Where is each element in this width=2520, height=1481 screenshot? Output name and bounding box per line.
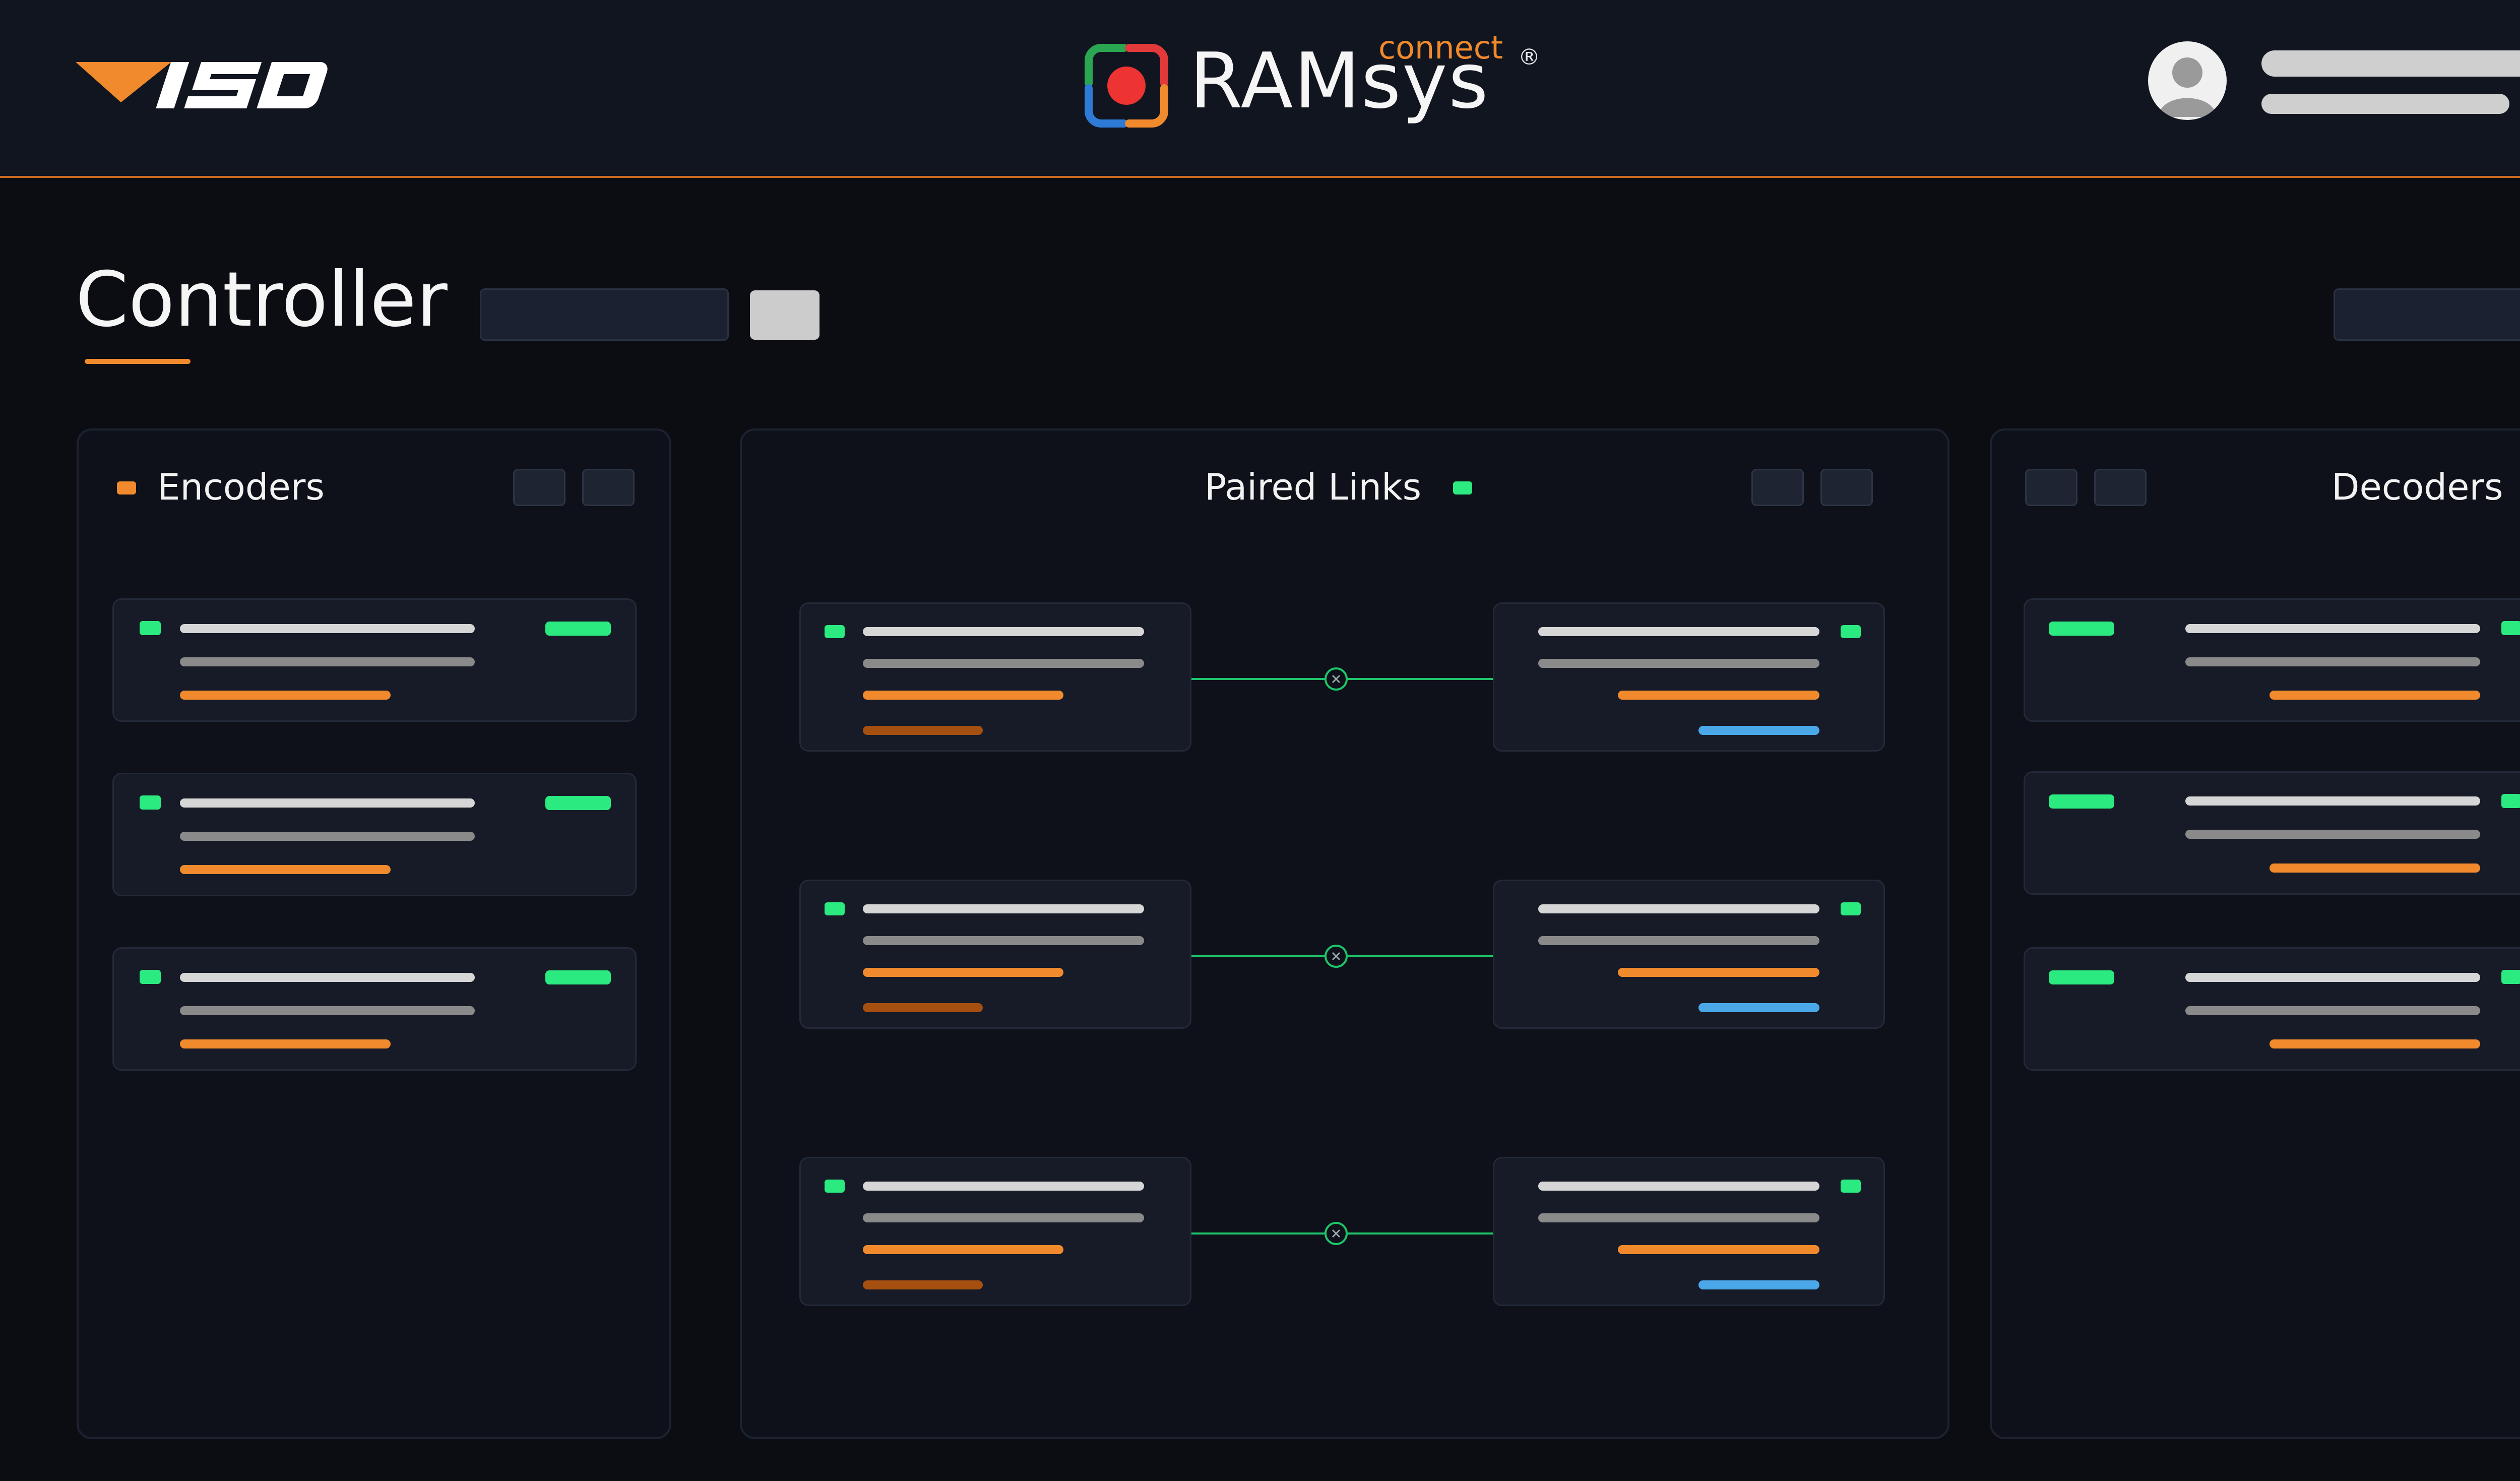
decoder-status-pill	[2049, 622, 2114, 636]
encoder-status-pill	[545, 970, 611, 984]
ramsys-connect-tag: connect	[1378, 29, 1503, 66]
pair-encoder-card[interactable]	[799, 880, 1191, 1029]
pair-encoder-extra-placeholder	[863, 726, 983, 735]
encoder-status-dot	[140, 621, 161, 635]
pair-encoder-status-dot	[825, 902, 845, 915]
decoder-name-placeholder	[2185, 796, 2480, 806]
encoder-detail-placeholder	[180, 657, 475, 666]
pair-decoder-card[interactable]	[1493, 1157, 1885, 1306]
decoders-action-button-2[interactable]	[2094, 469, 2147, 506]
pair-decoder-detail-placeholder	[1538, 659, 1819, 668]
pair-encoder-detail-placeholder	[863, 936, 1144, 945]
pair-decoder-status-dot	[1841, 1180, 1861, 1193]
pair-encoder-card[interactable]	[799, 602, 1191, 752]
pair-encoder-card[interactable]	[799, 1157, 1191, 1306]
pair-encoder-extra-placeholder	[863, 1003, 983, 1012]
pair-decoder-extra-placeholder	[1698, 726, 1819, 735]
encoder-status-pill	[545, 622, 611, 636]
encoders-dot	[117, 481, 136, 495]
pair-decoder-name-placeholder	[1538, 627, 1819, 636]
pair-decoder-detail-placeholder	[1538, 1213, 1819, 1222]
decoder-name-placeholder	[2185, 973, 2480, 982]
pair-decoder-status-dot	[1841, 902, 1861, 915]
top-header	[0, 0, 2520, 178]
encoder-detail-placeholder	[180, 832, 475, 841]
pair-decoder-name-placeholder	[1538, 1182, 1819, 1191]
pair-decoder-meta-placeholder	[1618, 968, 1819, 977]
encoder-name-placeholder	[180, 624, 475, 633]
pair-encoder-status-dot	[825, 625, 845, 638]
pair-encoder-meta-placeholder	[863, 968, 1063, 977]
decoder-name-placeholder	[2185, 624, 2480, 633]
decoder-detail-placeholder	[2185, 830, 2480, 839]
decoders-title: Decoders	[2332, 466, 2503, 508]
pair-encoder-extra-placeholder	[863, 1280, 983, 1289]
decoder-status-dot	[2501, 794, 2520, 808]
decoder-detail-placeholder	[2185, 657, 2480, 666]
pair-encoder-status-dot	[825, 1180, 845, 1193]
pair-decoder-extra-placeholder	[1698, 1280, 1819, 1289]
encoder-name-placeholder	[180, 798, 475, 808]
encoders-action-button-2[interactable]	[582, 469, 635, 506]
encoder-meta-placeholder	[180, 691, 391, 700]
pair-decoder-name-placeholder	[1538, 904, 1819, 913]
decoder-status-dot	[2501, 621, 2520, 635]
encoders-action-button-1[interactable]	[513, 469, 565, 506]
page-title: Controller	[76, 256, 448, 344]
registered-mark: ®	[1518, 44, 1540, 70]
pair-decoder-detail-placeholder	[1538, 936, 1819, 945]
paired-links-action-button-1[interactable]	[1751, 469, 1804, 506]
encoders-panel	[77, 428, 671, 1439]
pair-decoder-card[interactable]	[1493, 602, 1885, 752]
decoder-meta-placeholder	[2270, 863, 2480, 873]
right-action-field[interactable]	[2334, 288, 2520, 341]
pair-decoder-status-dot	[1841, 625, 1861, 638]
encoder-status-dot	[140, 970, 161, 984]
user-name-placeholder	[2261, 50, 2520, 77]
encoder-meta-placeholder	[180, 1039, 391, 1048]
pair-decoder-card[interactable]	[1493, 880, 1885, 1029]
encoder-name-placeholder	[180, 973, 475, 982]
encoder-status-pill	[545, 796, 611, 810]
encoder-detail-placeholder	[180, 1006, 475, 1015]
paired-links-title: Paired Links	[1205, 466, 1422, 508]
decoder-status-pill	[2049, 970, 2114, 984]
pair-decoder-extra-placeholder	[1698, 1003, 1819, 1012]
pair-encoder-detail-placeholder	[863, 659, 1144, 668]
decoders-action-button-1[interactable]	[2025, 469, 2077, 506]
title-underline	[85, 359, 191, 364]
pair-encoder-name-placeholder	[863, 627, 1144, 636]
pair-encoder-detail-placeholder	[863, 1213, 1144, 1222]
user-icon	[2158, 57, 2217, 117]
user-avatar[interactable]	[2148, 41, 2227, 120]
filter-button[interactable]	[750, 290, 820, 340]
decoder-status-pill	[2049, 794, 2114, 809]
ramsys-wordmark: RAMsys	[1189, 36, 1489, 126]
decoder-detail-placeholder	[2185, 1006, 2480, 1015]
pair-encoder-name-placeholder	[863, 1182, 1144, 1191]
decoder-status-dot	[2501, 970, 2520, 984]
pair-decoder-meta-placeholder	[1618, 691, 1819, 700]
ramsys-logo-icon	[1085, 44, 1168, 128]
link-connector-icon[interactable]	[1325, 945, 1348, 968]
decoder-meta-placeholder	[2270, 691, 2480, 700]
pair-encoder-meta-placeholder	[863, 691, 1063, 700]
link-connector-icon[interactable]	[1325, 1222, 1348, 1245]
pair-encoder-meta-placeholder	[863, 1245, 1063, 1254]
link-connector-icon[interactable]	[1325, 667, 1348, 691]
encoders-title: Encoders	[157, 466, 325, 508]
isd-logo[interactable]	[76, 53, 328, 113]
paired-links-dot	[1453, 481, 1472, 495]
encoder-status-dot	[140, 795, 161, 810]
paired-links-action-button-2[interactable]	[1820, 469, 1873, 506]
encoder-meta-placeholder	[180, 865, 391, 874]
pair-encoder-name-placeholder	[863, 904, 1144, 913]
filter-field[interactable]	[480, 288, 729, 341]
decoders-panel	[1990, 428, 2520, 1439]
pair-decoder-meta-placeholder	[1618, 1245, 1819, 1254]
decoder-meta-placeholder	[2270, 1039, 2480, 1048]
user-role-placeholder	[2261, 94, 2509, 114]
